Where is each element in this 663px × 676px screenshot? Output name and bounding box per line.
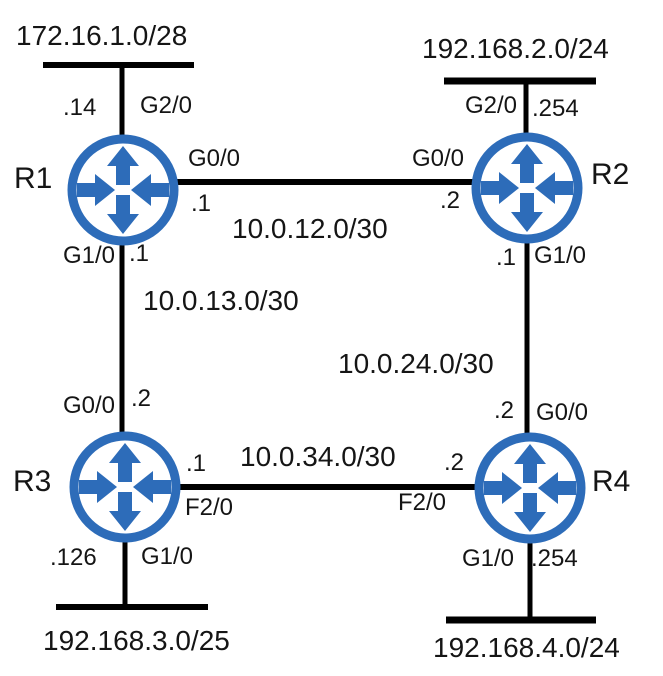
r4-link24-ip-label: .2	[494, 397, 515, 424]
lan4-cidr-label: 192.168.4.0/24	[433, 632, 620, 663]
r2-link12-ip-label: .2	[440, 187, 461, 214]
arrow-down-icon	[109, 492, 141, 531]
link-r3-r4-cidr-label: 10.0.34.0/30	[240, 441, 396, 472]
lan3-cidr-label: 192.168.3.0/25	[43, 625, 230, 656]
arrow-left-icon	[133, 471, 171, 503]
r1-lan-ip-label: .14	[63, 94, 97, 121]
arrow-down-icon	[514, 493, 546, 532]
r1-link12-ip-label: .1	[191, 190, 212, 217]
arrow-down-icon	[511, 193, 543, 232]
r4-link34-ip-label: .2	[444, 449, 465, 476]
r2-link24-ip-label: .1	[496, 244, 517, 271]
r2-link24-port-label: G1/0	[534, 242, 587, 269]
r3-link13-port-label: G0/0	[63, 392, 116, 419]
router-circle	[474, 432, 586, 544]
arrow-up-icon	[107, 146, 139, 185]
link-r1-r3-cidr-label: 10.0.13.0/30	[143, 285, 299, 316]
r4-link34-port-label: F2/0	[398, 489, 447, 516]
arrow-right-icon	[481, 172, 519, 204]
r3-lan-ip-label: .126	[50, 544, 97, 571]
router-circle	[69, 431, 181, 543]
arrow-right-icon	[484, 472, 522, 504]
r2-link12-port-label: G0/0	[412, 145, 465, 172]
r3-link34-ip-label: .1	[186, 450, 207, 477]
r4-lan-port-label: G1/0	[462, 545, 515, 572]
r3-link34-port-label: F2/0	[185, 494, 234, 521]
r3-lan-port-label: G1/0	[141, 543, 194, 570]
lan1-cidr-label: 172.16.1.0/28	[16, 20, 188, 51]
router-name-r1: R1	[14, 162, 53, 195]
arrow-left-icon	[535, 172, 573, 204]
router-name-r3: R3	[13, 465, 52, 498]
router-icon-r2	[471, 132, 583, 244]
arrow-left-icon	[131, 174, 169, 206]
router-icon-r1	[67, 134, 179, 246]
r1-link13-ip-label: .1	[129, 240, 150, 267]
arrow-up-icon	[514, 444, 546, 483]
router-icon-r4	[474, 432, 586, 544]
link-r1-r2-cidr-label: 10.0.12.0/30	[232, 213, 388, 244]
arrow-down-icon	[107, 195, 139, 234]
router-icon-r3	[69, 431, 181, 543]
router-circle	[67, 134, 179, 246]
link-r2-r4-cidr-label: 10.0.24.0/30	[338, 348, 494, 379]
arrow-up-icon	[511, 144, 543, 183]
r4-link24-port-label: G0/0	[536, 399, 589, 426]
router-name-r2: R2	[591, 158, 630, 191]
r2-lan-ip-label: .254	[532, 95, 579, 122]
r1-lan-port-label: G2/0	[140, 92, 193, 119]
lan2-cidr-label: 192.168.2.0/24	[422, 33, 609, 64]
r3-link13-ip-label: .2	[131, 385, 152, 412]
r4-lan-ip-label: .254	[531, 545, 578, 572]
arrow-up-icon	[109, 443, 141, 482]
router-circle	[471, 132, 583, 244]
arrow-left-icon	[538, 472, 576, 504]
router-name-r4: R4	[592, 465, 631, 498]
r1-link13-port-label: G1/0	[63, 242, 116, 269]
arrow-right-icon	[79, 471, 117, 503]
arrow-right-icon	[77, 174, 115, 206]
r1-link12-port-label: G0/0	[188, 145, 241, 172]
r2-lan-port-label: G2/0	[465, 92, 518, 119]
